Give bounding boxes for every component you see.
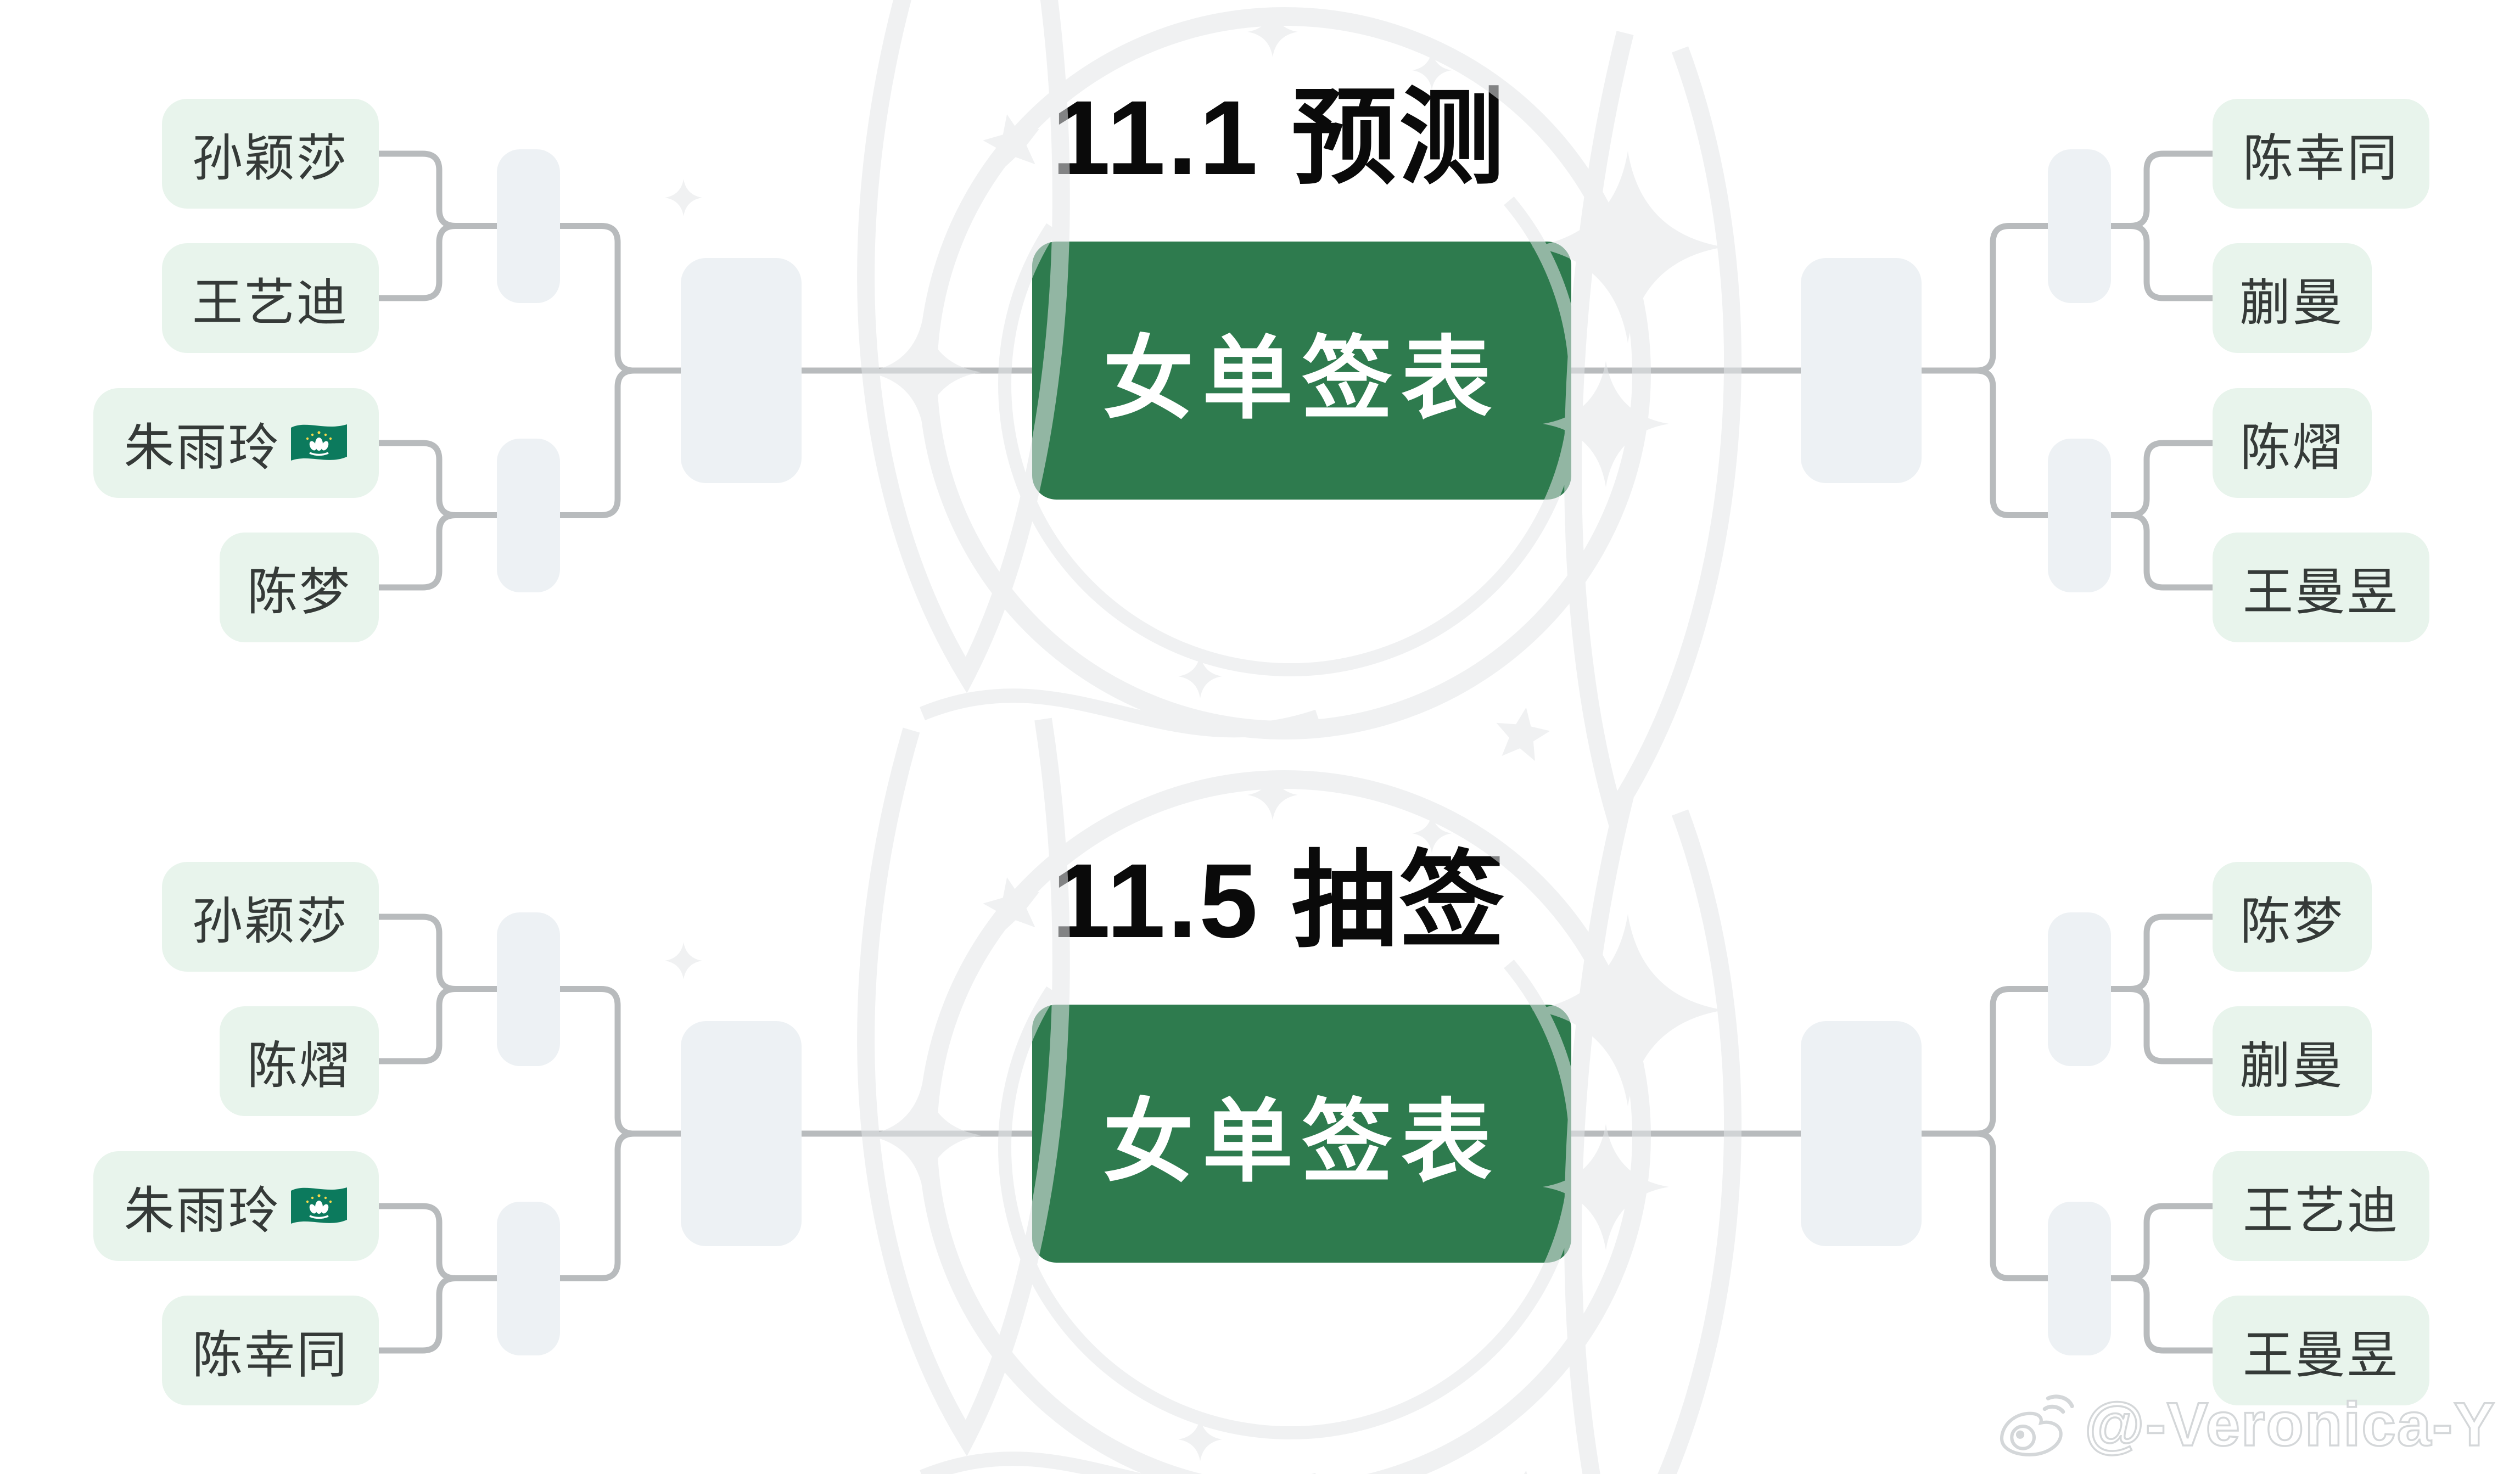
connector-line xyxy=(376,150,500,229)
semifinal-slot-right-2 xyxy=(2048,438,2111,592)
connector-line xyxy=(376,223,500,301)
bracket-1-center-box: 女单签表 xyxy=(1032,242,1571,500)
player-box-陈幸同: 陈幸同 xyxy=(162,1296,379,1405)
semifinal-slot-left-2 xyxy=(497,438,560,592)
connector-line xyxy=(376,512,500,591)
connector-line xyxy=(2108,223,2216,301)
bracket-1-title: 11.1 预测 xyxy=(1051,79,1507,197)
connector-line xyxy=(1918,1130,2051,1281)
connector-line xyxy=(557,1130,684,1281)
connector-line xyxy=(376,913,500,992)
connector-line xyxy=(1918,367,2051,518)
center-box-label: 女单签表 xyxy=(1103,328,1500,429)
connector-line xyxy=(2108,512,2216,591)
player-box-王曼昱: 王曼昱 xyxy=(2213,1296,2429,1405)
connector-line xyxy=(2108,1203,2216,1281)
player-name: 朱雨玲 xyxy=(124,419,281,476)
player-box-陈梦: 陈梦 xyxy=(2213,862,2372,972)
player-box-蒯曼: 蒯曼 xyxy=(2213,1006,2372,1116)
final-slot-left xyxy=(681,1021,802,1246)
connector-line xyxy=(376,1275,500,1354)
connector-line xyxy=(2108,440,2216,518)
player-box-陈梦: 陈梦 xyxy=(220,533,379,642)
connector-line xyxy=(1918,223,2051,374)
player-box-孙颖莎: 孙颖莎 xyxy=(162,99,379,209)
player-box-王艺迪: 王艺迪 xyxy=(162,243,379,353)
player-box-陈幸同: 陈幸同 xyxy=(2213,99,2429,209)
player-name: 陈梦 xyxy=(2239,893,2344,950)
player-name: 蒯曼 xyxy=(2239,274,2344,331)
player-box-朱雨玲: 朱雨玲 xyxy=(93,1151,379,1261)
connector-line xyxy=(557,223,684,374)
player-box-孙颖莎: 孙颖莎 xyxy=(162,862,379,972)
final-slot-left xyxy=(681,258,802,483)
player-name: 陈幸同 xyxy=(192,1327,349,1383)
author-credit: @-Veronica-Y xyxy=(1995,1389,2496,1460)
bracket-2-center-box: 女单签表 xyxy=(1032,1005,1571,1263)
final-slot-right xyxy=(1801,258,1922,483)
connector-line xyxy=(2108,913,2216,992)
player-name: 孙颖莎 xyxy=(192,893,349,950)
weibo-icon xyxy=(2000,1394,2074,1456)
player-name: 陈熠 xyxy=(247,1038,351,1094)
connector-line xyxy=(557,986,684,1137)
connector-line xyxy=(2108,1275,2216,1354)
weibo-signal-arc-large xyxy=(2046,1394,2074,1408)
semifinal-slot-right-1 xyxy=(2048,149,2111,303)
player-name: 王艺迪 xyxy=(2242,1182,2399,1239)
player-name: 王曼昱 xyxy=(2242,564,2399,620)
connector-line xyxy=(376,986,500,1064)
macau-flag-icon xyxy=(290,1187,347,1224)
weibo-signal-arc-small xyxy=(2042,1404,2065,1414)
bracket-2-title: 11.5 抽签 xyxy=(1051,842,1507,960)
player-name: 孙颖莎 xyxy=(192,130,349,187)
player-box-陈熠: 陈熠 xyxy=(220,1006,379,1116)
player-name: 朱雨玲 xyxy=(124,1182,281,1239)
player-box-王曼昱: 王曼昱 xyxy=(2213,533,2429,642)
player-name: 陈梦 xyxy=(247,564,351,620)
connector-line xyxy=(1918,986,2051,1137)
player-name: 王曼昱 xyxy=(2242,1327,2399,1383)
semifinal-slot-left-1 xyxy=(497,912,560,1066)
player-box-王艺迪: 王艺迪 xyxy=(2213,1151,2429,1261)
semifinal-slot-left-1 xyxy=(497,149,560,303)
weibo-eye-dot xyxy=(2015,1430,2024,1439)
credit-handle: @-Veronica-Y xyxy=(2084,1389,2496,1460)
semifinal-slot-right-1 xyxy=(2048,912,2111,1066)
connector-line xyxy=(2108,150,2216,229)
player-box-朱雨玲: 朱雨玲 xyxy=(93,388,379,498)
player-box-蒯曼: 蒯曼 xyxy=(2213,243,2372,353)
macau-flag-icon xyxy=(290,424,347,461)
center-box-label: 女单签表 xyxy=(1103,1091,1500,1192)
final-slot-right xyxy=(1801,1021,1922,1246)
connector-line xyxy=(2108,986,2216,1064)
connector-line xyxy=(376,1203,500,1281)
semifinal-slot-left-2 xyxy=(497,1201,560,1355)
player-name: 陈熠 xyxy=(2239,419,2344,476)
player-box-陈熠: 陈熠 xyxy=(2213,388,2372,498)
player-name: 王艺迪 xyxy=(192,274,349,331)
connector-line xyxy=(376,440,500,518)
semifinal-slot-right-2 xyxy=(2048,1201,2111,1355)
connector-line xyxy=(557,367,684,518)
player-name: 蒯曼 xyxy=(2239,1038,2344,1094)
player-name: 陈幸同 xyxy=(2242,130,2399,187)
